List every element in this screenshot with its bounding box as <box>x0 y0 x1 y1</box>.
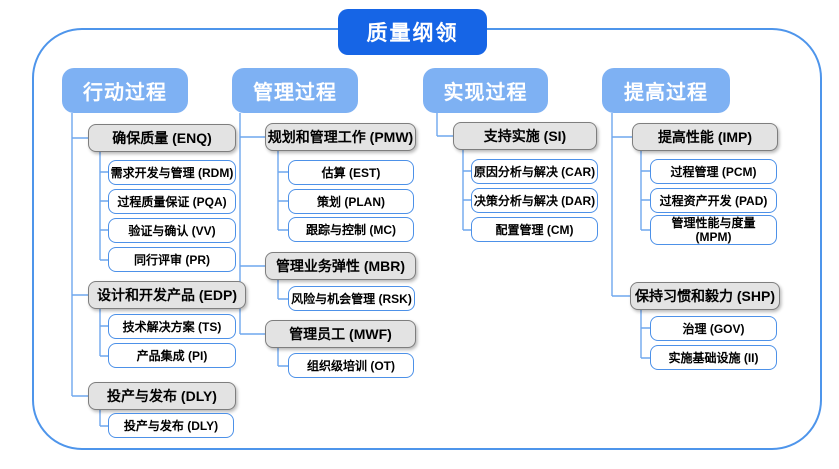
node-enq: 确保质量 (ENQ) <box>88 124 236 152</box>
node-rsk: 风险与机会管理 (RSK) <box>288 286 415 311</box>
header-improvement-process: 提高过程 <box>602 68 730 113</box>
node-edp: 设计和开发产品 (EDP) <box>88 281 246 309</box>
node-pqa: 过程质量保证 (PQA) <box>108 189 236 214</box>
node-est: 估算 (EST) <box>288 160 414 185</box>
node-mc: 跟踪与控制 (MC) <box>288 217 414 242</box>
node-pad: 过程资产开发 (PAD) <box>650 188 777 213</box>
node-rdm: 需求开发与管理 (RDM) <box>108 160 236 185</box>
node-vv: 验证与确认 (VV) <box>108 218 236 243</box>
node-cm: 配置管理 (CM) <box>471 217 598 242</box>
node-mwf: 管理员工 (MWF) <box>265 320 416 348</box>
node-mpm: 管理性能与度量 (MPM) <box>650 215 777 245</box>
diagram-title: 质量纲领 <box>338 9 487 55</box>
node-dly: 投产与发布 (DLY) <box>88 382 236 410</box>
node-pcm: 过程管理 (PCM) <box>650 159 777 184</box>
node-ot: 组织级培训 (OT) <box>288 353 414 378</box>
node-ts: 技术解决方案 (TS) <box>108 314 236 339</box>
node-dar: 决策分析与解决 (DAR) <box>471 188 598 213</box>
node-shp: 保持习惯和毅力 (SHP) <box>630 282 780 310</box>
node-mbr: 管理业务弹性 (MBR) <box>265 252 416 280</box>
node-pi: 产品集成 (PI) <box>108 343 236 368</box>
header-management-process: 管理过程 <box>232 68 358 113</box>
node-car: 原因分析与解决 (CAR) <box>471 159 598 184</box>
node-pr: 同行评审 (PR) <box>108 247 236 272</box>
header-action-process: 行动过程 <box>62 68 188 113</box>
node-ii: 实施基础设施 (II) <box>650 345 777 370</box>
node-plan: 策划 (PLAN) <box>288 189 414 214</box>
header-implementation-process: 实现过程 <box>423 68 548 113</box>
node-gov: 治理 (GOV) <box>650 316 777 341</box>
node-pmw: 规划和管理工作 (PMW) <box>265 123 416 151</box>
node-si: 支持实施 (SI) <box>453 122 597 150</box>
node-dly-sub: 投产与发布 (DLY) <box>108 413 234 438</box>
node-imp: 提高性能 (IMP) <box>632 123 778 151</box>
